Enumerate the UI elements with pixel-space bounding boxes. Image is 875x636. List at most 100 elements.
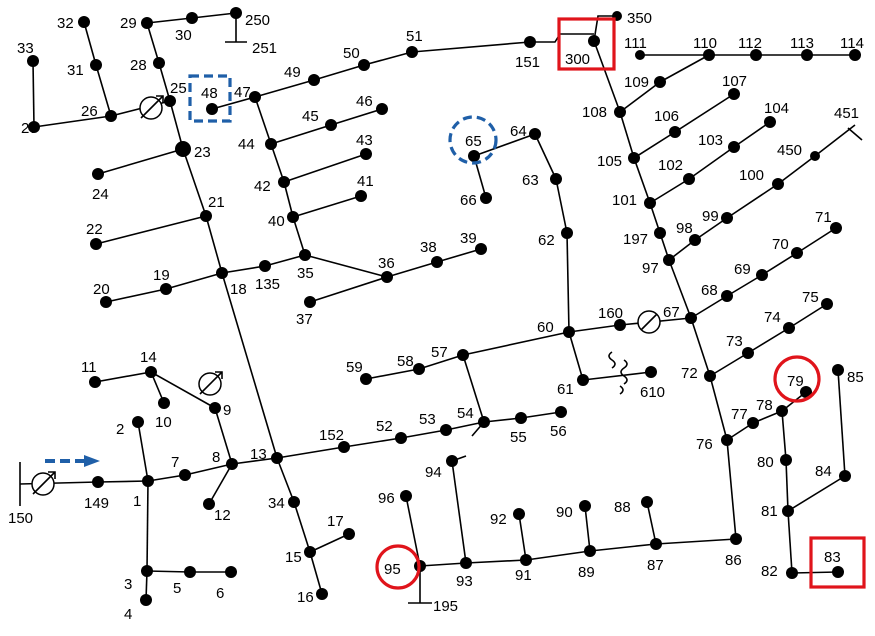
line-81-82 bbox=[787, 510, 793, 574]
line-100-450 bbox=[777, 155, 816, 185]
bus-node-72 bbox=[704, 370, 716, 382]
bus-node-16 bbox=[316, 588, 328, 600]
bus-label-46: 46 bbox=[356, 93, 373, 110]
bus-label-58: 58 bbox=[397, 353, 414, 370]
bus-node-80 bbox=[780, 454, 792, 466]
line-84-85 bbox=[837, 369, 846, 477]
line-78-80 bbox=[781, 410, 787, 461]
bus-label-78: 78 bbox=[756, 397, 773, 414]
bus-node-300 bbox=[588, 35, 600, 47]
bus-node-51 bbox=[406, 46, 418, 58]
bus-label-2: 2 bbox=[116, 421, 124, 438]
line-44-45 bbox=[270, 124, 332, 145]
bus-node-106 bbox=[669, 126, 681, 138]
line-70-71 bbox=[796, 227, 837, 254]
line-21-22 bbox=[95, 215, 207, 245]
bus-node-86 bbox=[730, 533, 742, 545]
bus-label-16: 16 bbox=[297, 589, 314, 606]
bus-node-100 bbox=[772, 178, 784, 190]
bus-label-30: 30 bbox=[175, 27, 192, 44]
bus-node-87 bbox=[650, 538, 662, 550]
bus-label-45: 45 bbox=[302, 108, 319, 125]
bus-node-28 bbox=[153, 57, 165, 69]
line-109-110 bbox=[659, 54, 710, 83]
bus-node-35 bbox=[299, 249, 311, 261]
line-18-135 bbox=[221, 265, 266, 274]
bus-node-26 bbox=[105, 110, 117, 122]
bus-label-67: 67 bbox=[663, 304, 680, 321]
bus-label-26: 26 bbox=[81, 103, 98, 120]
bus-node-65 bbox=[468, 150, 480, 162]
bus-label-38: 38 bbox=[420, 239, 437, 256]
line-1-3 bbox=[146, 480, 149, 572]
bus-label-25: 25 bbox=[170, 80, 187, 97]
line-60-160 bbox=[568, 324, 621, 333]
line-62-63 bbox=[555, 178, 568, 234]
bus-label-450: 450 bbox=[777, 142, 802, 159]
bus-node-54 bbox=[478, 416, 490, 428]
bus-node-135 bbox=[259, 260, 271, 272]
bus-label-451: 451 bbox=[834, 105, 859, 122]
bus-node-58 bbox=[413, 363, 425, 375]
bus-label-3: 3 bbox=[124, 576, 132, 593]
bus-node-114 bbox=[849, 49, 861, 61]
line-89-90 bbox=[584, 505, 591, 552]
line-8-13 bbox=[231, 457, 278, 465]
line-35-36 bbox=[304, 254, 388, 278]
line-15-16 bbox=[309, 551, 323, 595]
line-23-25 bbox=[169, 100, 184, 150]
bus-label-35: 35 bbox=[297, 265, 314, 282]
line-19-20 bbox=[105, 288, 167, 303]
line-58-59 bbox=[365, 368, 420, 380]
bus-node-108 bbox=[614, 106, 626, 118]
bus-label-32: 32 bbox=[57, 15, 74, 32]
line-3-5 bbox=[146, 570, 191, 573]
bus-label-100: 100 bbox=[739, 167, 764, 184]
line-69-70 bbox=[761, 252, 798, 276]
bus-label-76: 76 bbox=[696, 436, 713, 453]
line-93-94 bbox=[451, 460, 467, 564]
bus-label-49: 49 bbox=[284, 64, 301, 81]
line-60-62 bbox=[566, 232, 570, 333]
bus-label-91: 91 bbox=[515, 567, 532, 584]
bus-label-104: 104 bbox=[764, 100, 789, 117]
bus-node-8 bbox=[226, 458, 238, 470]
line-1-7 bbox=[147, 474, 186, 482]
bus-label-81: 81 bbox=[761, 503, 778, 520]
bus-label-85: 85 bbox=[847, 369, 864, 386]
bus-label-66: 66 bbox=[460, 192, 477, 209]
bus-label-21: 21 bbox=[208, 194, 225, 211]
line-30-250 bbox=[191, 12, 237, 19]
line-63-64 bbox=[534, 133, 557, 180]
line-8-12 bbox=[208, 463, 233, 505]
bus-node-48 bbox=[206, 103, 218, 115]
bus-node-23 bbox=[175, 141, 191, 157]
bus-node-53 bbox=[440, 424, 452, 436]
bus-node-83 bbox=[832, 566, 844, 578]
bus-label-50: 50 bbox=[343, 45, 360, 62]
bus-node-25 bbox=[164, 95, 176, 107]
bus-node-33 bbox=[27, 55, 39, 67]
highlight-circle-95 bbox=[375, 544, 421, 590]
bus-node-56 bbox=[555, 406, 567, 418]
bus-node-38 bbox=[431, 256, 443, 268]
highlight-circle-65 bbox=[448, 115, 498, 165]
bus-node-40 bbox=[287, 211, 299, 223]
line-45-46 bbox=[330, 108, 383, 126]
bus-node-75 bbox=[821, 298, 833, 310]
bus-label-53: 53 bbox=[419, 411, 436, 428]
line-14-11 bbox=[94, 371, 152, 383]
bus-node-160 bbox=[614, 319, 626, 331]
bus-node-10 bbox=[158, 397, 170, 409]
bus-label-251: 251 bbox=[252, 40, 277, 57]
line-9-14 bbox=[150, 371, 216, 409]
bus-label-86: 86 bbox=[725, 552, 742, 569]
line-31-32 bbox=[83, 21, 97, 66]
line-13-18 bbox=[221, 272, 278, 459]
bus-label-149: 149 bbox=[84, 495, 109, 512]
bus-label-4: 4 bbox=[124, 606, 132, 623]
bus-node-94 bbox=[446, 455, 458, 467]
line-86-87 bbox=[655, 538, 737, 545]
bus-label-150: 150 bbox=[8, 510, 33, 527]
